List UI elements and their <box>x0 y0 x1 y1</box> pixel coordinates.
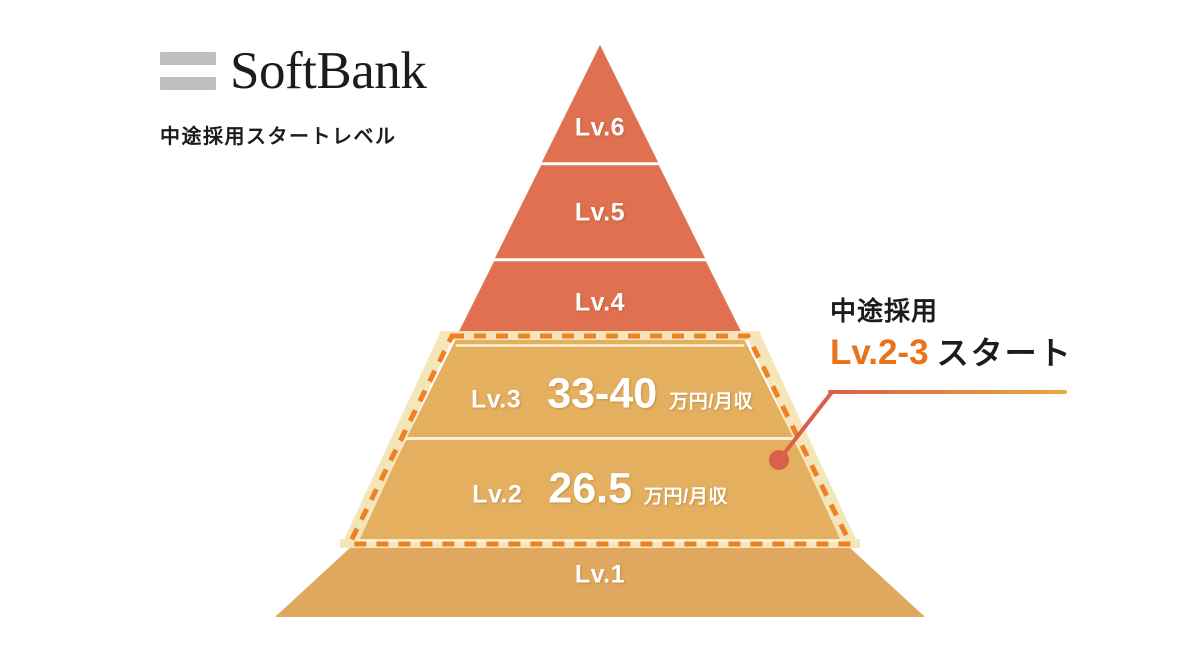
level-label-lv1: Lv.1 <box>574 560 626 589</box>
annotation-start-text: スタート <box>936 334 1073 371</box>
pyramid-slice-lv3 <box>406 339 794 438</box>
highlight-band-top <box>441 331 759 340</box>
softbank-logo: SoftBank <box>160 40 490 102</box>
highlight-band-right <box>744 331 860 548</box>
level-amount-lv3: 33-40 <box>547 369 658 418</box>
pyramid-slice-lv4 <box>455 260 745 338</box>
pyramid-slice-lv5 <box>494 164 706 259</box>
level-label-lv5: Lv.5 <box>574 198 626 227</box>
connector-diagonal <box>777 390 834 462</box>
level-amount-lv2: 26.5 <box>548 464 633 513</box>
level-label-lv6: Lv.6 <box>574 113 626 142</box>
connector-dot <box>769 450 789 470</box>
brand-subtitle: 中途採用スタートレベル <box>160 126 397 148</box>
level-unit-lv3: 万円/月収 <box>669 391 753 413</box>
highlight-dashed-outline <box>345 333 855 547</box>
softbank-logo-bars-icon <box>160 48 216 94</box>
pyramid-slice-lv6 <box>541 45 659 163</box>
pyramid-slice-lv1 <box>275 542 925 617</box>
level-label-lv3: Lv.3 <box>471 385 522 414</box>
brand-block: SoftBank 中途採用スタートレベル <box>160 40 490 149</box>
highlight-band-left <box>340 331 456 548</box>
level-unit-lv2: 万円/月収 <box>644 486 728 508</box>
level-label-lv4: Lv.4 <box>574 288 626 317</box>
annotation-line1: 中途採用 <box>830 296 939 326</box>
softbank-wordmark: SoftBank <box>230 41 427 100</box>
logo-bar-bottom <box>160 77 216 90</box>
annotation-level-range: Lv.2-3 <box>830 332 929 372</box>
level-row-lv3: Lv.3 33-40 万円/月収 <box>471 370 753 419</box>
level-row-lv2: Lv.2 26.5 万円/月収 <box>472 465 728 514</box>
logo-bar-top <box>160 52 216 65</box>
pyramid-slice-lv2 <box>355 439 845 541</box>
level-label-lv2: Lv.2 <box>472 480 523 509</box>
